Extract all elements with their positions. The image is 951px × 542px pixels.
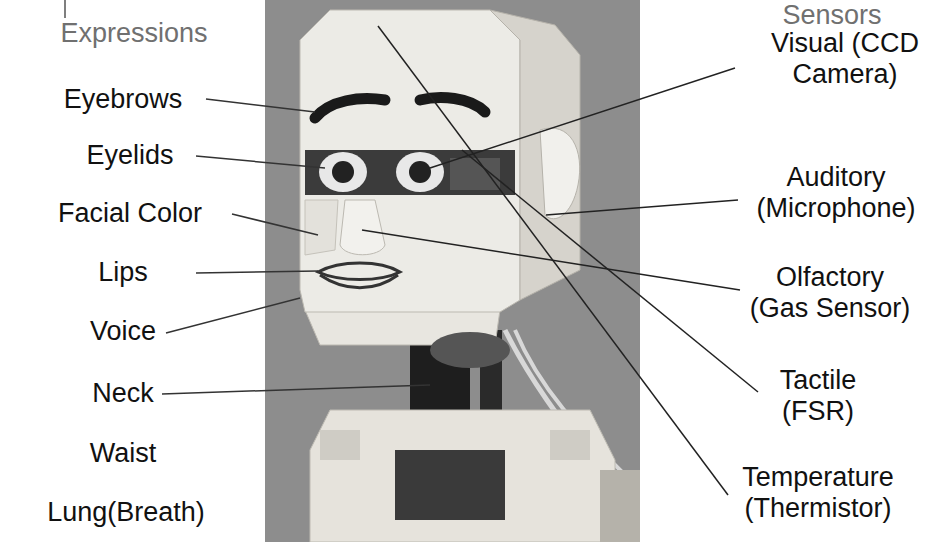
leader-line bbox=[196, 156, 325, 168]
leader-line bbox=[362, 230, 740, 290]
section-heading: Expressions bbox=[14, 18, 254, 49]
part-label: Waist bbox=[3, 438, 243, 469]
part-label: Voice bbox=[3, 316, 243, 347]
leader-line bbox=[462, 150, 758, 392]
shoulder-part bbox=[320, 430, 360, 460]
part-label: Temperature (Thermistor) bbox=[734, 462, 902, 524]
eyeball bbox=[396, 152, 444, 192]
leader-line bbox=[378, 26, 728, 495]
pupil bbox=[409, 161, 431, 183]
eyeball bbox=[319, 152, 367, 192]
eye-band bbox=[305, 150, 515, 195]
ear bbox=[540, 128, 580, 219]
photo-background bbox=[265, 0, 640, 542]
leader-line bbox=[546, 200, 738, 215]
part-label: Neck bbox=[3, 378, 243, 409]
leader-line bbox=[196, 271, 318, 273]
part-label: Lung(Breath) bbox=[6, 497, 246, 528]
leader-line bbox=[430, 68, 735, 168]
part-label: Eyebrows bbox=[3, 84, 243, 115]
part-label: Auditory (Microphone) bbox=[746, 162, 926, 224]
shoulders bbox=[310, 410, 615, 542]
shoulder-part bbox=[550, 430, 590, 460]
leader-line bbox=[166, 298, 300, 333]
cheek bbox=[305, 200, 338, 255]
bracket-line bbox=[64, 0, 66, 18]
waist-mechanism bbox=[395, 450, 505, 520]
head bbox=[300, 10, 520, 312]
part-label: Visual (CCD Camera) bbox=[747, 28, 944, 90]
part-label: Olfactory (Gas Sensor) bbox=[746, 262, 914, 324]
body-part bbox=[600, 470, 640, 542]
leader-line bbox=[206, 99, 315, 112]
part-label: Eyelids bbox=[10, 140, 250, 171]
pupil bbox=[332, 161, 354, 183]
leader-line bbox=[232, 214, 318, 235]
part-label: Lips bbox=[3, 257, 243, 288]
lips bbox=[320, 275, 398, 288]
part-label: Facial Color bbox=[10, 198, 250, 229]
nose bbox=[340, 200, 385, 255]
eyebrow bbox=[420, 98, 485, 112]
leader-line bbox=[162, 385, 430, 394]
part-label: Tactile (FSR) bbox=[762, 365, 874, 427]
neck-joint bbox=[430, 332, 510, 368]
section-heading: Sensors bbox=[732, 0, 932, 31]
lips bbox=[318, 263, 400, 280]
eyebrow bbox=[315, 99, 385, 118]
